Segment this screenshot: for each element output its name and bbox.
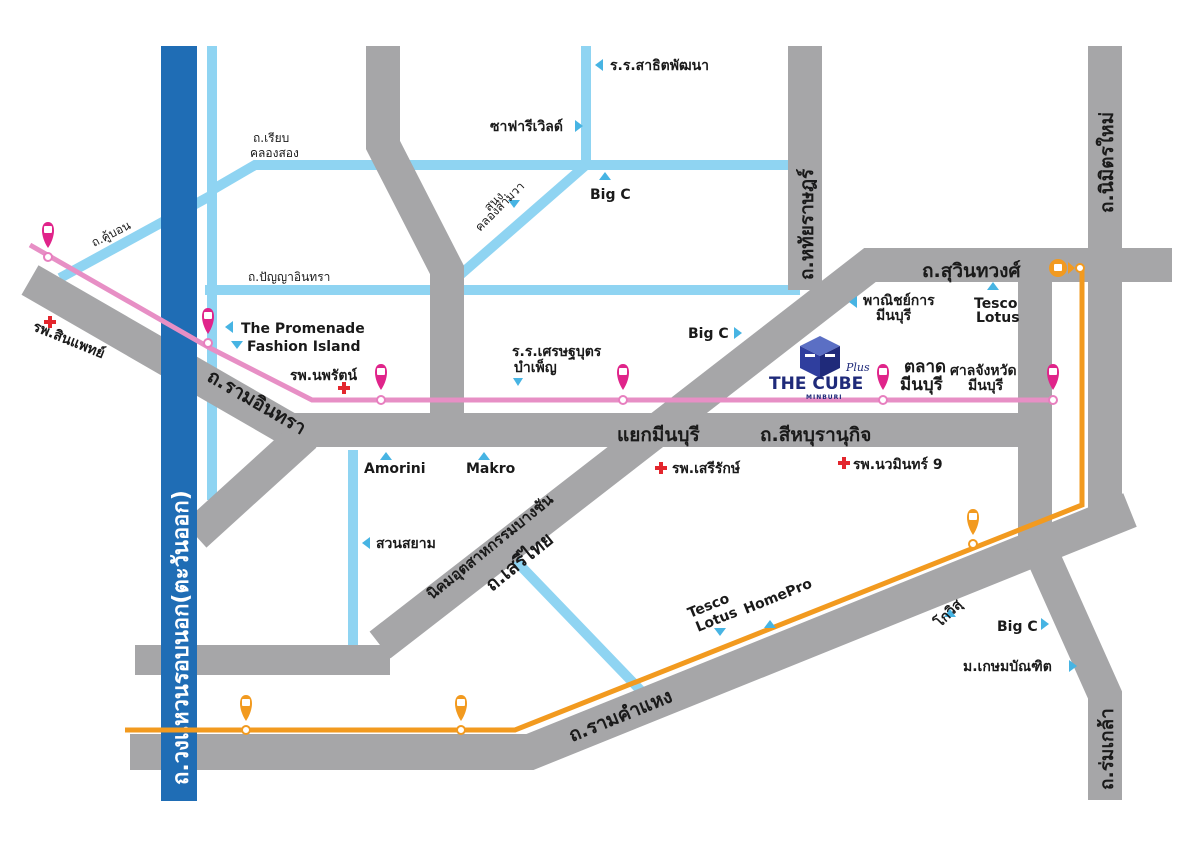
place-suansiam: สวนสยาม xyxy=(376,536,436,552)
station-marker[interactable] xyxy=(1047,364,1059,390)
pink-line xyxy=(28,242,1055,403)
place-promenade: The Promenade xyxy=(241,321,365,337)
place-kasem: ม.เกษมบัณฑิต xyxy=(963,659,1052,675)
road-label-sihaburanukit: ถ.สีหบุรานุกิจ xyxy=(760,424,871,447)
place-nopparat: รพ.นพรัตน์ xyxy=(290,367,357,384)
road-label-nimitmai: ถ.นิมิตรใหม่ xyxy=(1095,112,1118,213)
hospital-icon xyxy=(44,316,56,328)
station-marker[interactable] xyxy=(617,364,629,390)
place-amorini: Amorini xyxy=(364,461,426,477)
the-cube-logo: THE CUBE MINBURI Plus xyxy=(769,336,870,401)
station-marker[interactable] xyxy=(202,308,214,334)
place-satit: ร.ร.สาธิตพัฒนา xyxy=(610,58,709,74)
place-setthabut-1: ร.ร.เศรษฐบุตร xyxy=(512,344,602,361)
place-commerce-1: พาณิชย์การ xyxy=(863,292,935,309)
road-label-rian-2: คลองสอง xyxy=(250,146,299,160)
road-label-hathairat: ถ.หทัยราษฎร์ xyxy=(796,168,818,280)
minor-roads xyxy=(57,46,800,699)
road-label-suwinthawong: ถ.สุวินทวงศ์ xyxy=(922,260,1021,283)
expressway xyxy=(161,46,197,801)
road-label-panyaintra: ถ.ปัญญาอินทรา xyxy=(248,270,330,284)
poi-markers xyxy=(225,59,1077,672)
main-roads xyxy=(21,46,1172,800)
station-marker[interactable] xyxy=(42,222,54,248)
place-makro: Makro xyxy=(466,461,516,477)
station-marker[interactable] xyxy=(1049,259,1067,277)
logo-plus: Plus xyxy=(845,361,870,374)
place-court-1: ศาลจังหวัด xyxy=(950,363,1017,379)
place-commerce-2: มีนบุรี xyxy=(876,308,912,324)
orange-line xyxy=(125,268,1085,733)
logo-sub: MINBURI xyxy=(806,394,843,401)
station-marker[interactable] xyxy=(240,695,252,721)
place-homepro: HomePro xyxy=(742,576,815,618)
station-marker[interactable] xyxy=(967,509,979,535)
expressway-label: ถ.วงแหวนรอบนอก(ตะวันออก) xyxy=(169,490,194,785)
place-bigc-right: Big C xyxy=(997,619,1038,635)
cube-icon xyxy=(800,336,840,378)
logo-name: THE CUBE xyxy=(769,374,863,394)
place-fashion: Fashion Island xyxy=(247,339,361,355)
place-market-2: มีนบุรี xyxy=(900,374,944,395)
place-bigc-mid: Big C xyxy=(688,326,729,342)
place-tesco-top-2: Lotus xyxy=(976,310,1020,326)
road-label-romklao: ถ.ร่มเกล้า xyxy=(1096,708,1118,790)
road-label-rian-1: ถ.เรียบ xyxy=(253,131,289,145)
hospital-icons xyxy=(44,316,850,474)
place-serirak: รพ.เสรีรักษ์ xyxy=(672,460,740,477)
place-tesco-top-1: Tesco xyxy=(974,296,1018,312)
place-court-2: มีนบุรี xyxy=(968,378,1004,394)
hospital-icon xyxy=(655,462,667,474)
station-marker[interactable] xyxy=(455,695,467,721)
place-setthabut-2: บำเพ็ญ xyxy=(514,358,557,376)
hospital-icon xyxy=(838,457,850,469)
place-bigc-top: Big C xyxy=(590,187,631,203)
place-market-1: ตลาด xyxy=(904,357,946,377)
pink-stations xyxy=(42,222,1059,405)
place-nawamin: รพ.นวมินทร์ 9 xyxy=(853,456,943,473)
road-label-minburi-junction: แยกมีนบุรี xyxy=(617,424,700,447)
hospital-icon xyxy=(338,382,350,394)
station-marker[interactable] xyxy=(375,364,387,390)
station-marker[interactable] xyxy=(877,364,889,390)
orange-stations xyxy=(240,259,1085,735)
place-safari: ซาฟารีเวิลด์ xyxy=(490,118,563,135)
